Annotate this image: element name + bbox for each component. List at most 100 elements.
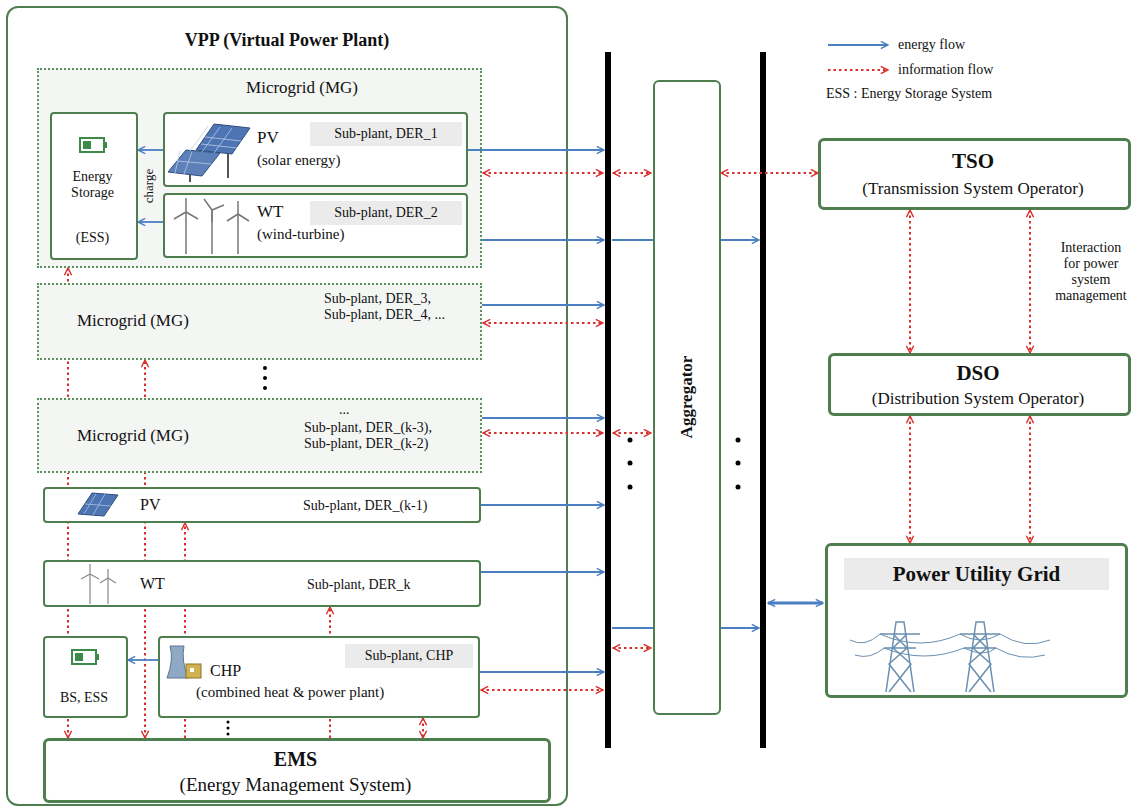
node-title: Microgrid (MG) xyxy=(77,311,189,331)
node-text: Sub-plant, DER_1 xyxy=(310,122,462,146)
transmission-tower-icon xyxy=(850,622,1050,692)
chp-box: CHP(combined heat & power plant)Sub-plan… xyxy=(158,636,480,718)
text-slot: Microgrid (MG) xyxy=(202,78,402,98)
node-title: VPP (Virtual Power Plant) xyxy=(8,30,566,51)
energy-flow-lines xyxy=(468,149,604,151)
annotation-label: ESS : Energy Storage System xyxy=(826,86,992,102)
node-text: Sub-plant, CHP xyxy=(345,644,473,668)
continuation-dots xyxy=(736,438,741,443)
energy-flow-arrow xyxy=(128,659,158,661)
text-slot: Microgrid (MG) xyxy=(77,311,189,331)
wind-turbine-icon xyxy=(185,212,187,254)
solar-panel-icon xyxy=(196,124,250,154)
node-text: Sub-plant, DER_k xyxy=(307,577,410,593)
solar-panel-icon xyxy=(84,494,111,515)
label-slot: charge xyxy=(149,186,183,201)
node-title: Energy Storage xyxy=(52,169,133,201)
energy-flow-lines xyxy=(482,417,604,419)
node-text: ... xyxy=(339,402,350,418)
grid-box: Power Utility Grid xyxy=(825,543,1128,698)
node-title: Microgrid (MG) xyxy=(202,78,402,98)
node-text: Sub-plant, DER_(k-3), Sub-plant, DER_(k-… xyxy=(304,420,456,452)
text-slot: (Energy Management System) xyxy=(46,774,545,796)
wind-turbine-icon xyxy=(227,201,249,221)
legend-info-sample xyxy=(828,69,888,71)
solar-panel-icon xyxy=(168,150,220,176)
continuation-dots xyxy=(263,376,267,380)
energy-flow-lines xyxy=(480,671,604,673)
vpp-container: Energy Storage (ESS) PV (solar energy) Sub-p… xyxy=(6,6,568,806)
ems-box: EMS(Energy Management System) xyxy=(43,738,551,803)
text-slot: Sub-plant, DER_(k-3), Sub-plant, DER_(k-… xyxy=(304,420,456,452)
storage-box: Energy Storage (ESS) xyxy=(50,112,138,260)
battery-icon xyxy=(83,141,91,149)
continuation-dots xyxy=(628,461,633,466)
transmission-tower-icon xyxy=(850,634,1050,644)
information-flow-lines xyxy=(613,432,651,434)
information-flow-arrow xyxy=(1029,416,1031,543)
chp-plant-icon xyxy=(167,646,188,678)
node-text: (solar energy) xyxy=(257,152,340,169)
microgrid-fill xyxy=(37,68,482,268)
battery-icon xyxy=(75,653,83,661)
information-flow-lines xyxy=(613,647,651,649)
battery-icon xyxy=(80,138,104,152)
text-slot: Power Utility Grid xyxy=(844,558,1109,590)
solar-panel-icon xyxy=(189,168,191,182)
node-title: Power Utility Grid xyxy=(844,558,1109,590)
battery-icon xyxy=(96,654,99,660)
information-flow-lines xyxy=(483,322,603,324)
pv-box: PV (solar energy) Sub-plant, DER_1 xyxy=(163,112,468,187)
information-flow-arrow xyxy=(721,172,818,174)
node-text: (Energy Management System) xyxy=(46,774,545,796)
node-title: BS, ESS xyxy=(45,690,123,706)
energy-flow-lines xyxy=(482,239,604,241)
wt-box: WT Sub-plant, DER_k xyxy=(43,560,481,607)
operator-box: DSO(Distribution System Operator) xyxy=(828,353,1131,416)
microgrid-group: Microgrid (MG) Sub-plant, DER_3, Sub-plan… xyxy=(37,283,482,360)
energy-flow-arrow xyxy=(138,221,163,223)
chp-plant-icon xyxy=(186,664,201,678)
solar-panel-icon xyxy=(78,493,118,516)
node-text: Sub-plant, DER_3, Sub-plant, DER_4, ... xyxy=(324,291,448,323)
microgrid-group: Microgrid (MG)... Sub-plant, DER_(k-3), S… xyxy=(37,398,482,473)
text-slot: Microgrid (MG) xyxy=(77,426,189,446)
node-title: TSO xyxy=(821,149,1125,173)
information-flow-lines xyxy=(483,432,603,434)
transmission-tower-icon xyxy=(855,648,1045,657)
legend-text: information flow xyxy=(898,62,993,78)
node-title: Aggregator xyxy=(677,356,697,439)
annotation-label: charge xyxy=(142,169,157,203)
wind-turbine-icon xyxy=(107,578,108,604)
node-title: DSO xyxy=(831,361,1125,385)
node-title: PV xyxy=(257,128,279,148)
energy-flow-lines xyxy=(768,602,823,605)
energy-flow-lines xyxy=(468,150,823,672)
information-flow-lines xyxy=(613,172,651,174)
chp-plant-icon xyxy=(190,668,194,672)
continuation-dots xyxy=(227,727,230,730)
wind-turbine-icon xyxy=(100,569,116,583)
continuation-dots xyxy=(263,366,267,370)
legend-slot: energy flow xyxy=(898,37,965,53)
wt-box: WT(wind-turbine)Sub-plant, DER_2 xyxy=(163,193,468,258)
node-title: Microgrid (MG) xyxy=(77,426,189,446)
storage-box: BS, ESS xyxy=(43,636,128,718)
node-text: (ESS) xyxy=(52,230,133,246)
energy-flow-lines xyxy=(481,571,604,573)
text-slot: Sub-plant, DER_(k-1) xyxy=(303,498,427,514)
solar-panel-icon xyxy=(227,150,229,178)
energy-flow-lines xyxy=(721,627,759,629)
energy-flow-lines xyxy=(612,239,653,241)
node-title: PV xyxy=(140,496,160,514)
node-text: Sub-plant, DER_2 xyxy=(310,201,462,225)
wind-turbine-icon xyxy=(211,210,213,254)
continuation-dots xyxy=(628,485,633,490)
transmission-tower-icon xyxy=(880,622,920,692)
battery-icon xyxy=(72,138,107,664)
text-slot: Energy Storage xyxy=(52,169,133,201)
text-slot: Aggregator xyxy=(687,397,770,417)
information-flow-arrow xyxy=(909,210,911,353)
text-slot: WT xyxy=(140,575,165,593)
wind-turbine-icon xyxy=(204,199,224,222)
